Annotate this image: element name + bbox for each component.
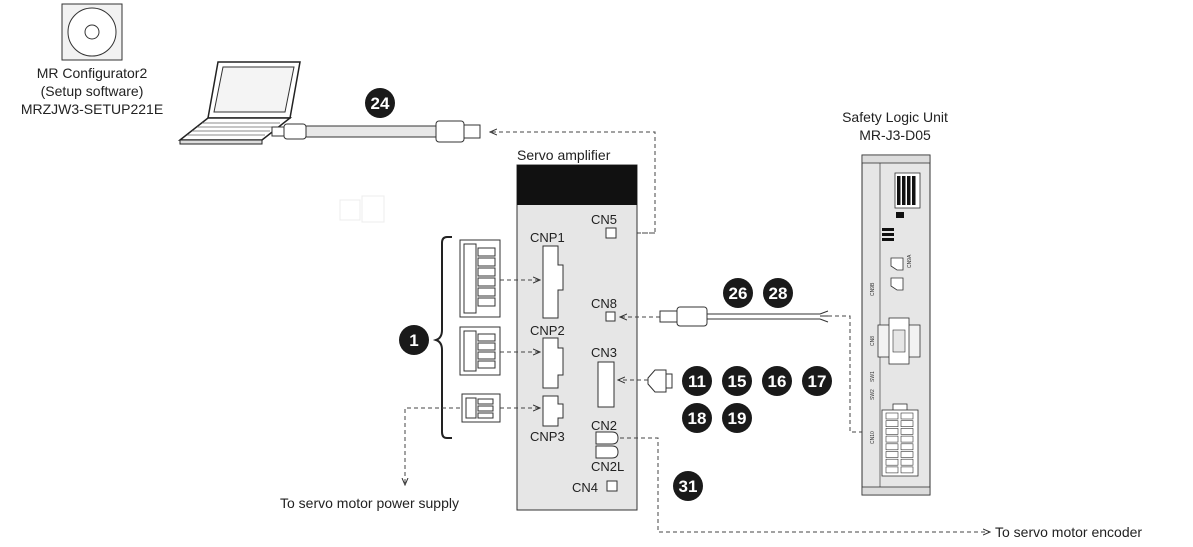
cd-icon [61, 3, 123, 61]
cn10-terminal-cell [885, 443, 899, 451]
badge-17-label: 17 [808, 372, 827, 391]
badge-18: 18 [682, 403, 712, 433]
cn5-link-line [490, 132, 656, 234]
cn3-port [597, 361, 615, 408]
unit-cn9b-label: CN9B [870, 282, 876, 296]
cn10-terminal-cell [885, 451, 899, 458]
badge-18-label: 18 [688, 409, 707, 428]
software-model: MRZJW3-SETUP221E [21, 101, 163, 117]
badge-31-label: 31 [679, 477, 698, 496]
badge-16-label: 16 [768, 372, 787, 391]
cn4-port [606, 480, 618, 492]
cn10-terminal-cell [900, 443, 914, 451]
badge-15: 15 [722, 366, 752, 396]
badge-24: 24 [365, 88, 395, 118]
port-cnp1-label: CNP1 [530, 230, 565, 245]
cn3-connector [647, 369, 673, 393]
cn10-terminal-cell [900, 428, 914, 435]
connector-brace [432, 236, 452, 439]
laptop-icon [177, 61, 301, 145]
badge-1-label: 1 [409, 331, 418, 350]
cn8-port [605, 311, 616, 322]
encoder-destination: To servo motor encoder [995, 524, 1142, 540]
cn10-terminal-cell [900, 458, 914, 466]
safety-unit-title: Safety Logic Unit [842, 109, 948, 125]
software-subtitle: (Setup software) [41, 83, 144, 99]
cnp3-connector [542, 395, 564, 427]
cnp1-connector [542, 245, 564, 319]
cn10-terminal-cell [885, 466, 899, 474]
badge-11-label: 11 [688, 372, 706, 391]
software-name: MR Configurator2 [37, 65, 148, 81]
cn10-terminal-cell [900, 420, 914, 428]
cnp2-connector [542, 337, 564, 389]
cn10-terminal-cell [885, 435, 899, 443]
badge-26-label: 26 [729, 284, 748, 303]
cn10-terminal-cell [900, 435, 914, 443]
servo-amplifier [516, 164, 638, 511]
badge-24-label: 24 [371, 94, 390, 113]
unit-cn10-label: CN10 [870, 431, 876, 444]
port-cnp2-label: CNP2 [530, 323, 565, 338]
power-connector-2 [459, 326, 501, 376]
port-cn2-label: CN2 [591, 418, 617, 433]
cn10-terminal-cell [900, 466, 914, 474]
badge-28-label: 28 [769, 284, 788, 303]
cn5-port [605, 227, 617, 239]
badge-16: 16 [762, 366, 792, 396]
power-supply-line [405, 407, 460, 485]
badge-17: 17 [802, 366, 832, 396]
cn10-terminal-cell [885, 420, 899, 428]
cn10-terminal-cell [900, 412, 914, 420]
cn8-to-unit-line [828, 315, 880, 432]
badge-26: 26 [723, 278, 753, 308]
cn10-terminal-cell [885, 412, 899, 420]
port-cn8-label: CN8 [591, 296, 617, 311]
usb-cable [271, 120, 481, 143]
unit-cn8-label: CN8 [870, 336, 876, 346]
port-cn3-label: CN3 [591, 345, 617, 360]
amplifier-title: Servo amplifier [517, 147, 611, 163]
cn2l-port [595, 445, 619, 459]
safety-unit-model: MR-J3-D05 [859, 127, 931, 143]
cn10-terminal-cell [885, 458, 899, 466]
badge-19-label: 19 [728, 409, 747, 428]
cn10-terminal-cells [885, 412, 914, 474]
unit-sw2-label: SW2 [870, 389, 876, 400]
ghost-outline [339, 195, 385, 223]
badge-11: 11 [682, 366, 712, 396]
power-destination: To servo motor power supply [280, 495, 459, 511]
encoder-line [620, 437, 990, 532]
badge-15-label: 15 [728, 372, 747, 391]
port-cn2l-label: CN2L [591, 459, 624, 474]
cn10-terminal-cell [900, 451, 914, 458]
cn2-port [595, 431, 619, 445]
power-connector-1 [459, 239, 501, 318]
cn8-cable [659, 306, 829, 327]
unit-cn9a-label: CN9A [907, 254, 913, 268]
power-connector-3 [461, 393, 501, 423]
badge-28: 28 [763, 278, 793, 308]
port-cnp3-label: CNP3 [530, 429, 565, 444]
badge-31: 31 [673, 471, 703, 501]
badge-1: 1 [399, 325, 429, 355]
port-cn5-label: CN5 [591, 212, 617, 227]
unit-sw1-label: SW1 [870, 371, 876, 382]
badge-19: 19 [722, 403, 752, 433]
cn10-terminal-cell [885, 428, 899, 435]
port-cn4-label: CN4 [572, 480, 598, 495]
